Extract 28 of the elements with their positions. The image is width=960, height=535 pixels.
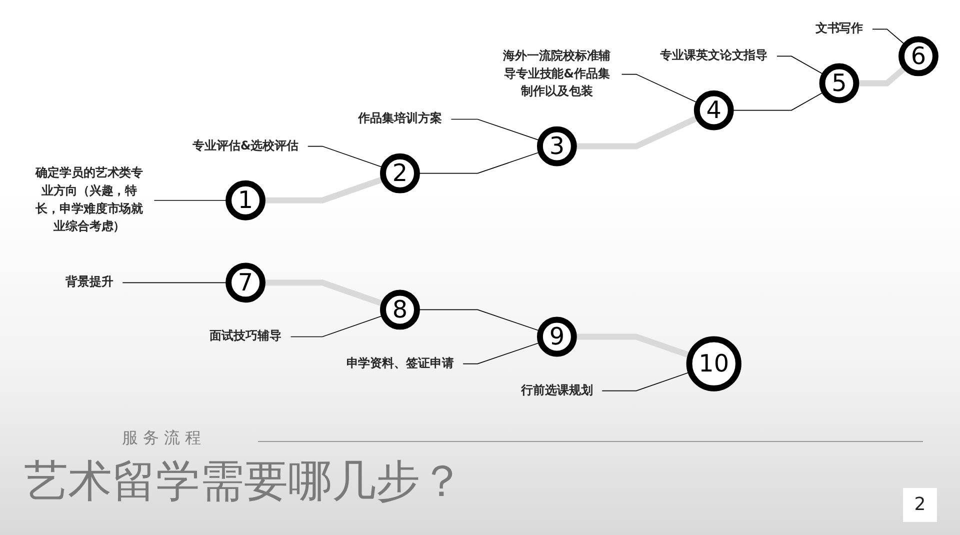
connector	[872, 28, 906, 46]
node-text: 面试技巧辅导	[210, 330, 282, 344]
node-circle: 7	[226, 262, 266, 303]
node-text: 确定学员的艺术类专业方向（兴趣，特长，申学难度市场就业综合考虑）	[36, 166, 144, 234]
connector	[856, 65, 908, 86]
node-circle: 9	[536, 316, 577, 357]
node-text: 专业课英文论文指导	[660, 48, 768, 63]
connector	[262, 280, 385, 307]
node-circle: 3	[536, 126, 577, 166]
node-text: 背景提升	[65, 275, 114, 290]
node-circle: 6	[898, 36, 938, 76]
node-circle: 10	[686, 336, 742, 392]
node-text: 专业评估&选校评估	[192, 139, 299, 153]
connector	[776, 56, 825, 76]
connector	[262, 176, 385, 204]
node-text: 文书写作	[815, 22, 864, 36]
node-circle: 2	[380, 153, 420, 194]
node-circle: 4	[694, 90, 734, 130]
node-circle: 5	[819, 63, 860, 104]
node-text: 作品集培训方案	[358, 112, 442, 126]
slide-title: 艺术留学需要哪几步？	[24, 455, 464, 509]
page-number: 2	[903, 488, 937, 522]
node-circle: 1	[226, 180, 266, 220]
node-text: 海外一流院校标准辅导专业技能&作品集制作以及包装	[503, 49, 611, 99]
node-text: 申学资料、签证申请	[346, 356, 454, 370]
subtitle: 服务流程	[122, 428, 206, 449]
node-circle: 8	[380, 290, 420, 330]
node-text: 行前选课规划	[521, 384, 593, 398]
